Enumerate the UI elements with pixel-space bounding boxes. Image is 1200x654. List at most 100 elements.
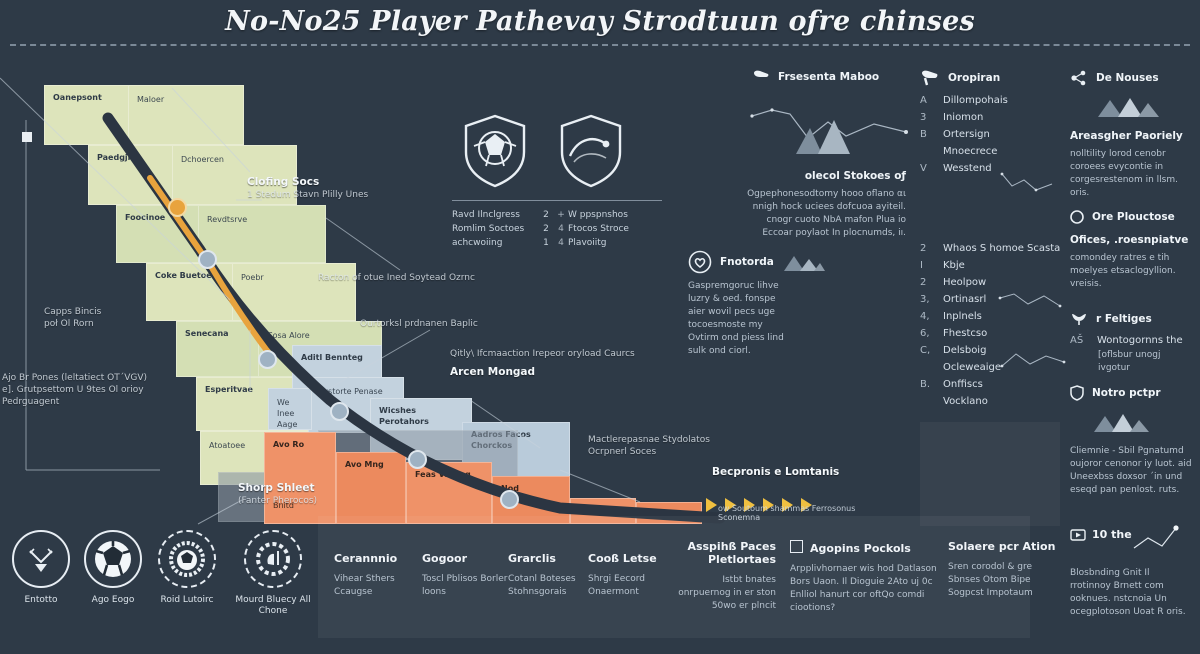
bottom-card-checkbox[interactable]: Agopins Pockols Arpplivhornaer wis hod D…	[790, 540, 940, 615]
bottom-right-card[interactable]: 10 the Blosbnding Gnit Il rrotinnoy Brne…	[1070, 525, 1188, 619]
crest-item[interactable]: Mourd Bluecy All Chone	[228, 530, 318, 617]
list-item[interactable]: AŠ Wontogornns the	[1070, 332, 1194, 349]
curve-node[interactable]	[500, 490, 519, 509]
stat-col-3: +	[557, 210, 565, 220]
curve-node[interactable]	[168, 198, 187, 217]
chevron-icon	[763, 498, 774, 512]
funnel-block-label: Raconra	[579, 506, 616, 515]
whistle-icon	[922, 70, 938, 86]
chevron-icon	[706, 498, 717, 512]
soccer-ball-shield-icon	[464, 114, 526, 188]
checkbox-icon[interactable]	[790, 540, 803, 553]
list-item-sub: [oflsbur unogj ivgotur	[1098, 350, 1161, 373]
panel-title: Frsesenta Maboo	[778, 71, 880, 83]
bottom-card-title: Agopins Pockols	[790, 540, 940, 555]
funnel-block[interactable]: Avo Ro Bnitd	[264, 432, 336, 524]
list-item[interactable]: 2 Whaos S homoe Scasta	[920, 240, 1080, 257]
header-divider	[10, 44, 1190, 46]
list-item[interactable]: Vocklano	[920, 393, 1080, 410]
shield-badge-group	[460, 112, 640, 190]
stat-col-4: Ftocos Stroce	[568, 224, 629, 234]
list-item-key: 2	[920, 243, 927, 254]
info-panel-a: Frsesenta Maboo	[752, 70, 902, 90]
funnel-block[interactable]: Avo Mng	[336, 452, 406, 524]
list-item-key: 6,	[920, 328, 930, 339]
chevron-note: ow Soutoum shammas Ferrosonus Sconemna	[718, 504, 856, 522]
funnel-block[interactable]: We Inee Aage	[268, 388, 312, 430]
curve-node[interactable]	[408, 450, 427, 469]
list-item[interactable]: 3, Ortinasrl	[920, 291, 1080, 308]
list-item-label: Whaos S homoe Scasta	[943, 243, 1061, 254]
list-item-label: Iniomon	[943, 112, 984, 123]
funnel-block-sublabel: We Inee Aage	[277, 398, 298, 429]
list-item[interactable]: B Ortersign	[920, 126, 1070, 143]
stat-col-2: 2	[543, 210, 549, 220]
bottom-card-body: Toscl Pblisos Borler loons	[422, 574, 508, 597]
curve-node[interactable]	[258, 350, 277, 369]
list-item[interactable]: 6,Fhestcso	[920, 325, 1080, 342]
panel-subheader: Areasgher Paoriely	[1070, 130, 1194, 142]
curve-node[interactable]	[198, 250, 217, 269]
callout-title: Ajo Br Pones (leltatiect OT´VGV)	[2, 373, 148, 383]
bottom-card-body: Vihear Sthers Ccaugse	[334, 574, 395, 597]
list-item-label: Inplnels	[943, 311, 982, 322]
bottom-card[interactable]: Grarclis Cotanl Boteses Stohnsgorais	[508, 552, 600, 599]
bottom-card[interactable]: Gogoor Toscl Pblisos Borler loons	[422, 552, 514, 599]
crest-item[interactable]: Ago Eogo	[78, 530, 148, 606]
callout: Ajo Br Pones (leltatiect OT´VGV) e]. Gru…	[2, 372, 202, 408]
mountain-icon	[1098, 98, 1159, 117]
list-item-key	[920, 393, 934, 410]
crest-row: Entotto Ago Eogo Roid Lutoirc	[0, 528, 320, 638]
callout: Becpronis e Lomtanis	[712, 466, 839, 479]
list-item[interactable]: Mnoecrece	[920, 143, 1070, 160]
callout: Shorp Shleet (Fanter Pherocos)	[238, 482, 317, 507]
callout-sub: e]. Grutpsettom U 9tes Ol orioy Pedrguag…	[2, 385, 144, 407]
panel-header: De Nouses	[1070, 70, 1194, 86]
panel-bullet-title: Notro pctpr	[1092, 387, 1161, 399]
crest-item[interactable]: Roid Lutoirc	[152, 530, 222, 606]
list-item-key	[920, 143, 934, 160]
funnel-block[interactable]: Revdtsrve	[198, 205, 326, 263]
list-item[interactable]: B.Onffiscs	[920, 376, 1080, 393]
funnel-block-label: Avo Mng	[345, 460, 384, 469]
list-item[interactable]: C,Delsboig	[920, 342, 1080, 359]
panel-bullet-header: Notro pctpr	[1070, 385, 1194, 401]
list-item[interactable]: 4,Inplnels	[920, 308, 1080, 325]
list-item-label: Ortersign	[943, 129, 990, 140]
bottom-card[interactable]: Cerannnio Vihear Sthers Ccaugse	[334, 552, 418, 599]
bottom-right-card-badge: 10 the	[1092, 528, 1132, 541]
bottom-card-body: Sren corodol & gre Sbnses Otom Bipe Sogp…	[948, 562, 1033, 598]
sparkline-d1	[998, 293, 1062, 308]
chevron-icon	[725, 498, 736, 512]
curve-node[interactable]	[330, 402, 349, 421]
bottom-card[interactable]: Cooß Letse Shrgi Eecord Onaermont	[588, 552, 678, 599]
callout-sub2: Ocrpnerl Soces	[588, 447, 657, 457]
bull-icon	[1072, 314, 1086, 325]
page-title: No-No25 Player Pathevay Strodtuun oƒre c…	[225, 6, 975, 37]
club-badge-icon	[158, 530, 216, 588]
panel-title: De Nouses	[1096, 72, 1159, 84]
list-item-label: Wontogornns the	[1097, 335, 1183, 346]
bottom-card[interactable]: Asspihß Paces Pletlortaes Istbt bnates o…	[676, 540, 776, 613]
crest-item[interactable]: Entotto	[6, 530, 76, 606]
list-item[interactable]: Ocleweaige	[920, 359, 1080, 376]
list-item-label: Ortinasrl	[943, 294, 987, 305]
panel-subheader-2: Ofices, .roesnpiatve	[1070, 234, 1194, 246]
info-panel-b: Fnotorda Gaspremgoruc lihve luzry & oed.…	[688, 250, 868, 358]
list-item-key: 3,	[920, 294, 930, 305]
list-item-key: 2	[920, 277, 927, 288]
funnel-block-label: Aditl Bennteg	[301, 353, 363, 362]
list-item-key: B	[920, 129, 927, 140]
shield-small-icon	[1070, 385, 1084, 401]
funnel-block[interactable]: Feas Viitnag	[406, 462, 492, 524]
callout: Mactlerepasnae Stydolatos Ocrpnerl Soces	[588, 434, 710, 458]
bottom-card[interactable]: Solaere pcr Ation Sren corodol & gre Sbn…	[948, 540, 1058, 600]
funnel-block[interactable]: Maloer	[128, 85, 244, 145]
